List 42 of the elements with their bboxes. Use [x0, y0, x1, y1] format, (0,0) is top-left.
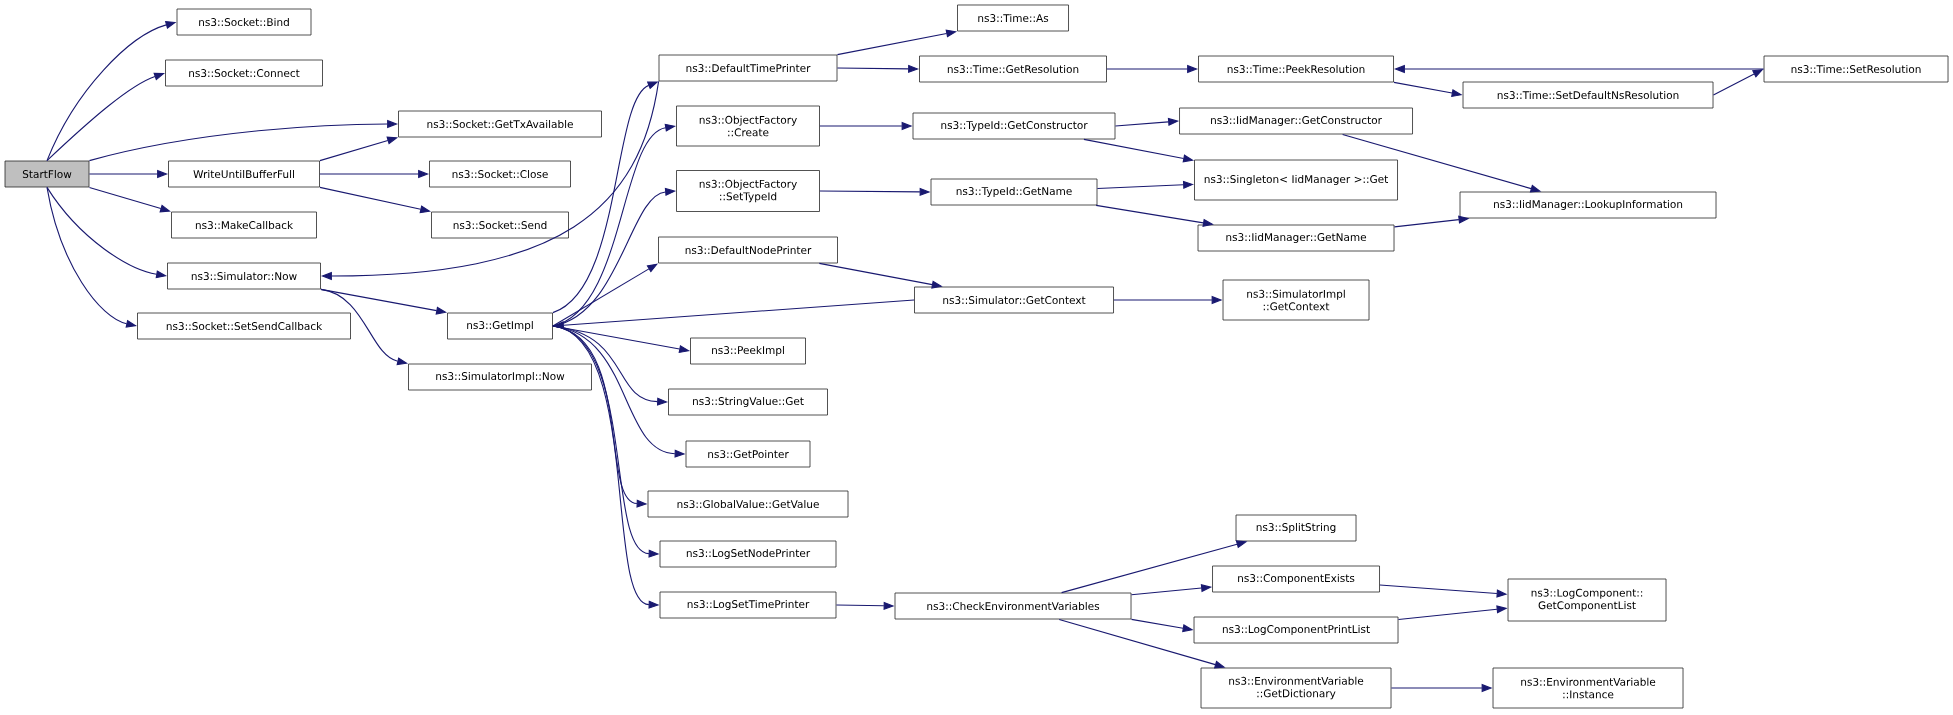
function-box: ns3::ObjectFactory ::Create	[676, 105, 820, 147]
function-box: ns3::Time::GetResolution	[919, 55, 1107, 83]
function-box: ns3::Simulator::Now	[167, 262, 321, 290]
function-box: ns3::Socket::Close	[429, 160, 571, 188]
function-box: ns3::SimulatorImpl ::GetContext	[1222, 279, 1370, 321]
function-box: ns3::GetImpl	[447, 312, 553, 340]
function-box: ns3::TypeId::GetConstructor	[912, 112, 1116, 140]
function-box: StartFlow	[4, 160, 90, 188]
function-box: WriteUntilBufferFull	[168, 160, 320, 188]
function-box: ns3::SplitString	[1235, 514, 1357, 542]
function-box: ns3::ComponentExists	[1212, 565, 1380, 593]
function-box: ns3::Socket::SetSendCallback	[137, 312, 351, 340]
function-box: ns3::CheckEnvironmentVariables	[894, 592, 1132, 620]
function-box: ns3::PeekImpl	[690, 337, 806, 365]
function-box: ns3::Time::As	[957, 4, 1069, 32]
function-box: ns3::GlobalValue::GetValue	[647, 490, 849, 518]
function-box: ns3::TypeId::GetName	[930, 178, 1098, 206]
function-box: ns3::IidManager::GetName	[1197, 224, 1395, 252]
function-box: ns3::LogComponentPrintList	[1193, 616, 1399, 644]
function-box: ns3::IidManager::LookupInformation	[1459, 191, 1717, 219]
function-box: ns3::Socket::Send	[431, 211, 569, 239]
function-box: ns3::ObjectFactory ::SetTypeId	[676, 170, 820, 212]
function-box: ns3::LogSetNodePrinter	[659, 540, 837, 568]
function-box: ns3::LogSetTimePrinter	[659, 591, 837, 619]
function-box: ns3::GetPointer	[685, 440, 811, 468]
function-box: ns3::DefaultTimePrinter	[658, 54, 838, 82]
function-box: ns3::DefaultNodePrinter	[658, 236, 838, 264]
function-box: ns3::EnvironmentVariable ::Instance	[1492, 667, 1684, 709]
function-box: ns3::MakeCallback	[171, 211, 317, 239]
function-box: ns3::LogComponent:: GetComponentList	[1507, 578, 1667, 622]
function-box: ns3::Socket::Connect	[165, 59, 323, 87]
function-box: ns3::Simulator::GetContext	[914, 286, 1114, 314]
function-box: ns3::Time::SetDefaultNsResolution	[1462, 81, 1714, 109]
function-box: ns3::Time::SetResolution	[1763, 55, 1949, 83]
function-box: ns3::IidManager::GetConstructor	[1179, 107, 1413, 135]
function-box: ns3::Socket::Bind	[176, 8, 312, 36]
function-box: ns3::StringValue::Get	[668, 388, 828, 416]
function-box: ns3::EnvironmentVariable ::GetDictionary	[1200, 667, 1392, 709]
function-box: ns3::Time::PeekResolution	[1198, 55, 1394, 83]
function-box: ns3::Socket::GetTxAvailable	[398, 110, 602, 138]
function-box: ns3::Singleton< IidManager >::Get	[1194, 159, 1398, 201]
function-box: ns3::SimulatorImpl::Now	[408, 363, 592, 391]
